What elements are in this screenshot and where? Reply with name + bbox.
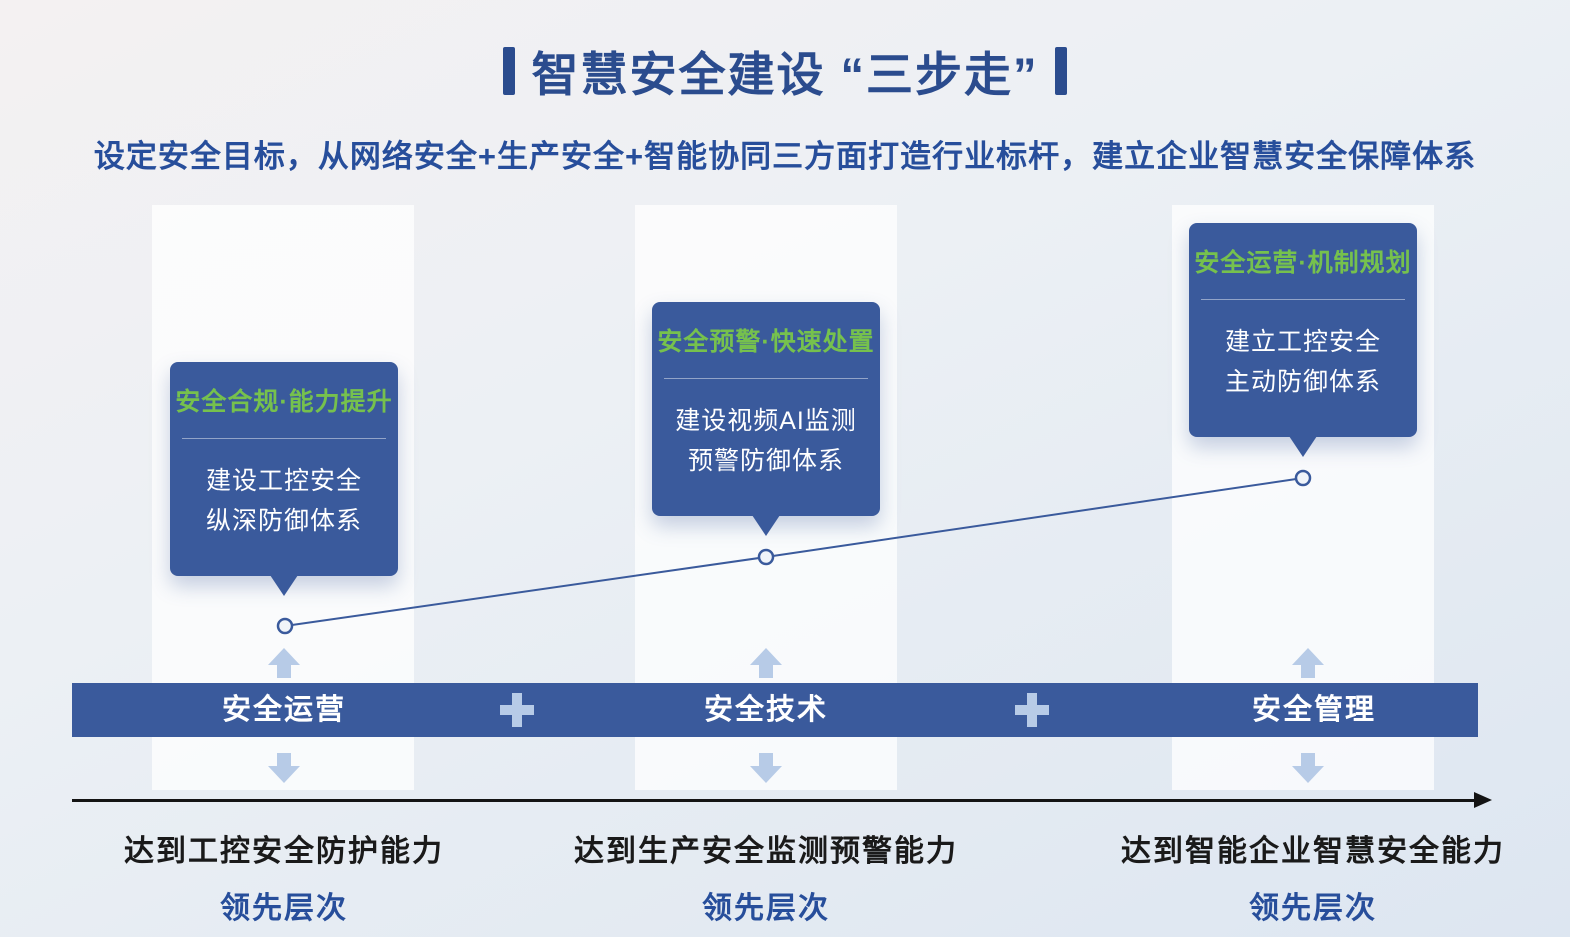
divider <box>182 438 386 439</box>
caption-text: 达到智能企业智慧安全能力 <box>1121 835 1505 868</box>
plus-icon <box>500 693 534 727</box>
step-card-1: 安全合规·能力提升 建设工控安全 纵深防御体系 <box>170 362 398 596</box>
step-body-line: 主动防御体系 <box>1224 368 1381 396</box>
step-body-line: 建设工控安全 <box>205 467 362 495</box>
step-tag-2: 安全预警·快速处置 <box>657 328 875 356</box>
pillar-label-1: 安全运营 <box>221 694 347 726</box>
bubble-pointer-icon <box>1289 436 1317 457</box>
caption-text: 达到工控安全防护能力 <box>124 835 444 868</box>
down-arrow-icon <box>268 752 300 783</box>
page-title: 智慧安全建设 “三步走” <box>0 36 1570 105</box>
step-tag-3: 安全运营·机制规划 <box>1194 249 1412 277</box>
down-arrow-icon <box>750 752 782 783</box>
step-body-line: 建设视频AI监测 <box>675 407 857 435</box>
bubble-pointer-icon <box>270 575 298 596</box>
step-card-2: 安全预警·快速处置 建设视频AI监测 预警防御体系 <box>652 302 880 536</box>
caption-level: 领先层次 <box>702 892 830 925</box>
timeline-axis <box>72 799 1476 802</box>
down-arrow-icon <box>1292 752 1324 783</box>
divider <box>664 378 868 379</box>
divider <box>1201 299 1405 300</box>
title-text: 智慧安全建设 “三步走” <box>531 48 1039 101</box>
pillar-label-2: 安全技术 <box>703 694 829 726</box>
step-body-3: 建立工控安全 主动防御体系 <box>1189 300 1417 402</box>
subtitle: 设定安全目标，从网络安全+生产安全+智能协同三方面打造行业标杆，建立企业智慧安全… <box>93 139 1477 174</box>
bubble-pointer-icon <box>752 515 780 536</box>
step-body-1: 建设工控安全 纵深防御体系 <box>170 439 398 541</box>
plus-icon <box>1015 693 1049 727</box>
up-arrow-icon <box>750 648 782 679</box>
caption-text: 达到生产安全监测预警能力 <box>574 835 958 868</box>
up-arrow-icon <box>268 648 300 679</box>
step-body-2: 建设视频AI监测 预警防御体系 <box>652 379 880 481</box>
step-card-3: 安全运营·机制规划 建立工控安全 主动防御体系 <box>1189 223 1417 457</box>
title-accent-bar-right-icon <box>1054 46 1067 95</box>
step-caption-2: 达到生产安全监测预警能力 领先层次 <box>486 826 1046 927</box>
step-body-line: 建立工控安全 <box>1224 328 1381 356</box>
caption-level: 领先层次 <box>220 892 348 925</box>
step-tag-1: 安全合规·能力提升 <box>175 388 393 416</box>
title-accent-bar-left-icon <box>503 46 516 95</box>
step-caption-3: 达到智能企业智慧安全能力 领先层次 <box>1033 826 1570 927</box>
step-caption-1: 达到工控安全防护能力 领先层次 <box>4 826 564 927</box>
caption-level: 领先层次 <box>1249 892 1377 925</box>
up-arrow-icon <box>1292 648 1324 679</box>
pillar-label-3: 安全管理 <box>1251 694 1377 726</box>
step-body-line: 纵深防御体系 <box>205 507 362 535</box>
step-body-line: 预警防御体系 <box>687 447 844 475</box>
axis-arrowhead-icon <box>1474 792 1492 808</box>
pillar-banner: 安全运营 安全技术 安全管理 <box>72 683 1478 737</box>
